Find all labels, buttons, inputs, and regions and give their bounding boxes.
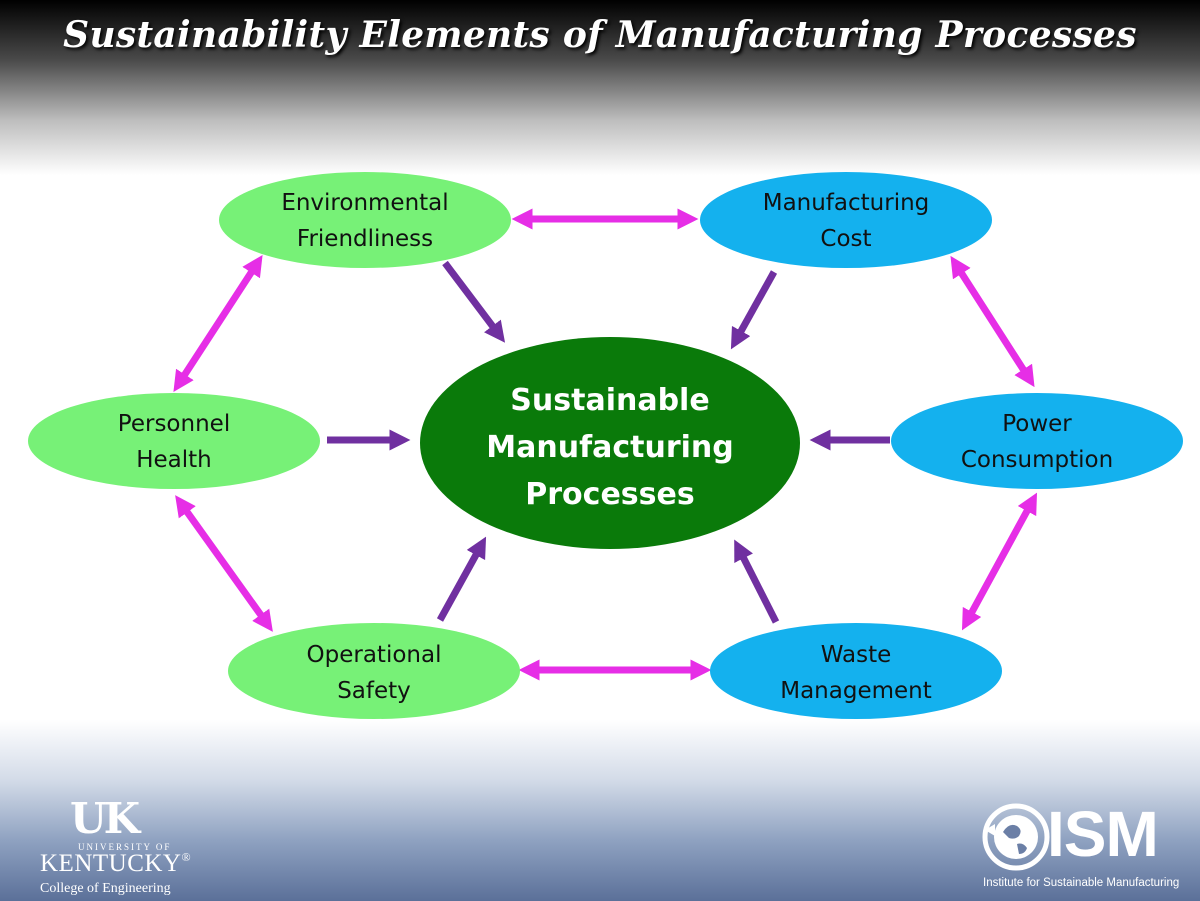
node-label-line-2: Safety (337, 678, 411, 704)
node-ellipse (228, 623, 520, 719)
arrow-cost-to-center (730, 270, 778, 350)
node-label-line-1: Manufacturing (763, 190, 930, 216)
node-label-line-2: Consumption (961, 447, 1113, 473)
node-label-line-2: Management (780, 678, 932, 704)
ism-subtitle: Institute for Sustainable Manufacturing (983, 877, 1180, 889)
node-ellipse (891, 393, 1183, 489)
center-node: Sustainable Manufacturing Processes (420, 337, 800, 549)
node-operational-safety: Operational Safety (228, 623, 520, 719)
node-label-line-1: Environmental (281, 190, 448, 216)
node-ellipse (710, 623, 1002, 719)
arrow-env-to-center (442, 260, 506, 343)
uk-registered-mark: ® (181, 850, 192, 864)
double-arrow-safety-health (175, 495, 273, 632)
center-label-line-3: Processes (525, 477, 694, 512)
node-label-line-2: Friendliness (297, 226, 433, 252)
node-label-line-2: Cost (820, 226, 871, 252)
node-waste-management: Waste Management (710, 623, 1002, 719)
node-label-line-1: Waste (821, 642, 892, 668)
node-label-line-1: Operational (307, 642, 442, 668)
double-arrow-cost-power (950, 255, 1035, 388)
node-label-line-1: Personnel (118, 411, 230, 437)
uk-university-text: UNIVERSITY OF (78, 842, 172, 852)
node-ellipse (219, 172, 511, 268)
center-label-line-1: Sustainable (510, 383, 709, 418)
page-title: Sustainability Elements of Manufacturing… (63, 14, 1137, 56)
node-ellipse (28, 393, 320, 489)
uk-college-text: College of Engineering (40, 881, 171, 896)
node-personnel-health: Personnel Health (28, 393, 320, 489)
center-label-line-2: Manufacturing (486, 430, 734, 465)
uk-mark: UK (70, 794, 140, 843)
double-arrow-power-waste (961, 492, 1038, 631)
double-arrow-health-env (173, 254, 263, 393)
center-ellipse (420, 337, 800, 549)
uk-kentucky-text: KENTUCKY® (40, 850, 191, 878)
arrow-safety-to-center (436, 536, 487, 622)
globe-icon (982, 803, 1050, 871)
node-ellipse (700, 172, 992, 268)
ism-logo: ISM Institute for Sustainable Manufactur… (975, 800, 1190, 895)
node-manufacturing-cost: Manufacturing Cost (700, 172, 992, 268)
node-environmental-friendliness: Environmental Friendliness (219, 172, 511, 268)
arrow-waste-to-center (734, 539, 780, 624)
uk-name: KENTUCKY (40, 850, 182, 877)
node-label-line-1: Power (1002, 411, 1072, 437)
node-power-consumption: Power Consumption (891, 393, 1183, 489)
ism-mark: ISM (1047, 798, 1159, 870)
node-label-line-2: Health (136, 447, 212, 473)
